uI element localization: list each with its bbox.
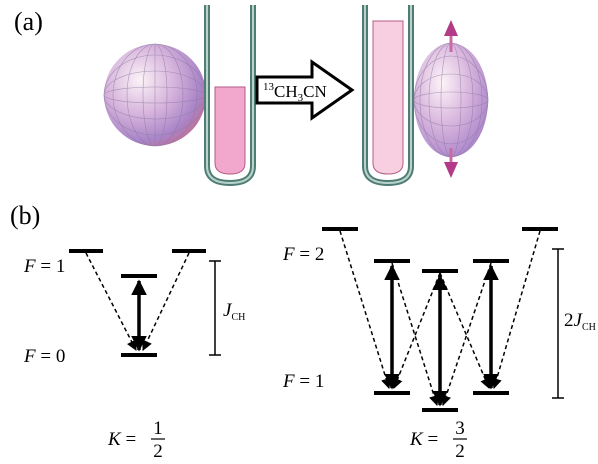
transition-dashed-left-2 (142, 252, 190, 351)
transition-dashed-right-3 (391, 262, 440, 407)
level-diagram-right: F = 2 F = 1 (282, 227, 596, 462)
state-label-f2-right: F = 2 (282, 244, 324, 265)
state-label-f0-left: F = 0 (23, 346, 65, 367)
k-denominator-right: 2 (455, 441, 465, 462)
liquid-short (214, 86, 246, 175)
splitting-label-right: 2JCH (564, 310, 596, 333)
test-tube-short (204, 5, 256, 187)
k-label-left: K = (107, 429, 136, 450)
ellipsoid-icon (413, 20, 489, 178)
k-numerator-right: 3 (455, 418, 465, 439)
k-numerator-left: 1 (153, 418, 163, 439)
k-label-right: K = (409, 429, 438, 450)
transition-dashed-right-1 (339, 230, 392, 390)
state-label-f1-left: F = 1 (23, 256, 65, 277)
state-label-f1-right: F = 1 (282, 371, 324, 392)
level-diagram-left: F = 1 F = 0 JCH K = 1 2 (23, 249, 245, 462)
reagent-arrow: 13CH3CN (255, 59, 355, 121)
reagent-formula-2: CN (303, 82, 327, 101)
splitting-bracket-right (552, 248, 564, 399)
k-denominator-left: 2 (153, 441, 163, 462)
splitting-bracket-left (209, 260, 221, 356)
transition-dashed-right-4 (441, 262, 492, 406)
reagent-formula-1: CH (274, 82, 298, 101)
panel-b-label: (b) (10, 201, 40, 230)
svg-text:13CH3CN: 13CH3CN (263, 81, 327, 104)
liquid-tall (372, 20, 404, 175)
transition-dashed-right-2 (491, 230, 541, 390)
reagent-subscript: 3 (298, 92, 304, 104)
panel-a-label: (a) (14, 7, 43, 36)
sphere-icon (103, 43, 207, 147)
test-tube-tall (362, 5, 414, 187)
reagent-mass-number: 13 (263, 81, 275, 93)
splitting-label-left: JCH (223, 300, 245, 323)
transition-dashed-left-1 (85, 252, 137, 351)
